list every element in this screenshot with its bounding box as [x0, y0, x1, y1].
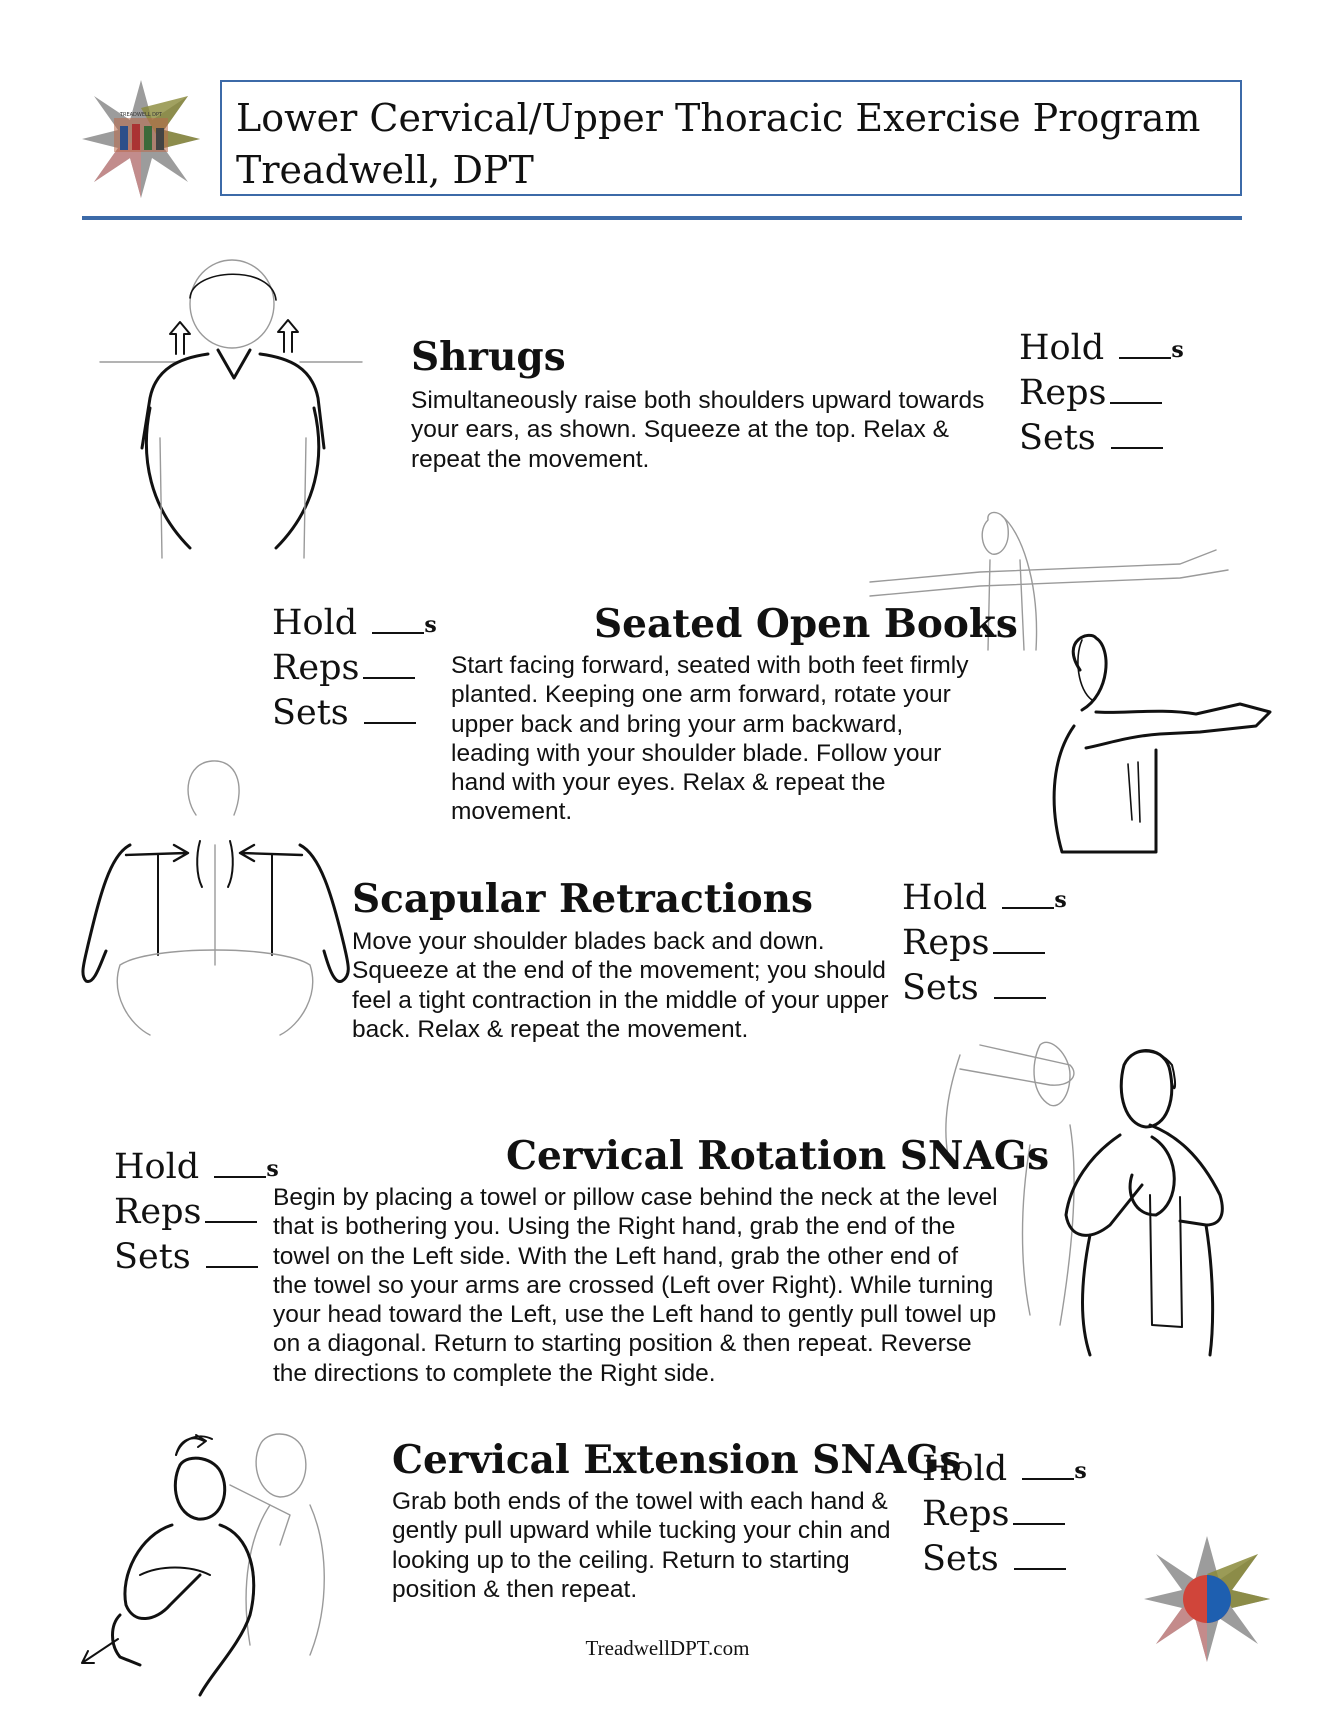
header-rule — [82, 216, 1242, 220]
reps-blank[interactable] — [993, 924, 1046, 954]
scapular-retractions-illustration — [81, 760, 350, 1036]
exercise-description: Begin by placing a towel or pillow case … — [273, 1184, 998, 1387]
hold-unit: s — [1054, 887, 1067, 913]
arrow-left-icon — [238, 843, 304, 863]
extension-snags-illustration — [81, 1433, 325, 1697]
hold-blank[interactable] — [214, 1148, 267, 1178]
page-author: Treadwell, DPT — [236, 148, 534, 192]
exercise-params: Hold s Reps Sets — [902, 876, 1067, 1011]
title-box: Lower Cervical/Upper Thoracic Exercise P… — [220, 80, 1242, 196]
hold-unit: s — [424, 612, 437, 638]
sets-label: Sets — [922, 1539, 999, 1579]
arrow-up-icon — [169, 321, 191, 355]
exercise-title: Cervical Extension SNAGs — [392, 1437, 962, 1483]
hold-label: Hold — [922, 1449, 1008, 1489]
reps-blank[interactable] — [1013, 1495, 1066, 1525]
sets-blank[interactable] — [205, 1238, 258, 1268]
reps-label: Reps — [114, 1192, 202, 1232]
sets-blank[interactable] — [363, 694, 416, 724]
exercise-description: Move your shoulder blades back and down.… — [352, 928, 889, 1043]
exercise-params: Hold s Reps Sets — [272, 601, 437, 736]
exercise-title: Seated Open Books — [594, 601, 1018, 647]
hold-unit: s — [1074, 1458, 1087, 1484]
exercise-title: Cervical Rotation SNAGs — [506, 1133, 1050, 1179]
sets-blank[interactable] — [993, 969, 1046, 999]
hold-blank[interactable] — [1002, 879, 1055, 909]
reps-label: Reps — [902, 923, 990, 963]
sets-label: Sets — [1019, 418, 1096, 458]
hold-label: Hold — [114, 1147, 200, 1187]
reps-blank[interactable] — [363, 649, 416, 679]
shrugs-illustration — [99, 259, 363, 559]
exercise-description: Grab both ends of the towel with each ha… — [392, 1488, 891, 1603]
arrow-left-icon — [81, 1638, 119, 1664]
reps-label: Reps — [272, 648, 360, 688]
hold-unit: s — [1171, 337, 1184, 363]
reps-blank[interactable] — [205, 1193, 258, 1223]
sets-label: Sets — [902, 968, 979, 1008]
exercise-title: Scapular Retractions — [352, 876, 813, 922]
open-books-illustration — [869, 511, 1272, 854]
reps-label: Reps — [1019, 373, 1107, 413]
hold-blank[interactable] — [1119, 329, 1172, 359]
sets-label: Sets — [272, 693, 349, 733]
reps-blank[interactable] — [1110, 374, 1163, 404]
treadwell-star-badge-icon — [1144, 1536, 1270, 1662]
hold-unit: s — [266, 1156, 279, 1182]
exercise-title: Shrugs — [411, 334, 566, 380]
exercise-params: Hold s Reps Sets — [1019, 326, 1184, 461]
sets-label: Sets — [114, 1237, 191, 1277]
exercise-params: Hold s Reps Sets — [922, 1447, 1087, 1582]
sets-blank[interactable] — [1013, 1540, 1066, 1570]
exercise-description: Simultaneously raise both shoulders upwa… — [411, 387, 985, 473]
hold-blank[interactable] — [1022, 1450, 1075, 1480]
exercise-params: Hold s Reps Sets — [114, 1145, 279, 1280]
arrow-up-icon — [277, 319, 299, 353]
reps-label: Reps — [922, 1494, 1010, 1534]
curved-arrow-icon — [175, 1434, 207, 1456]
hold-label: Hold — [1019, 328, 1105, 368]
treadwell-star-logo: TREADWELL DPT — [82, 80, 200, 198]
hold-label: Hold — [902, 878, 988, 918]
svg-text:TREADWELL DPT: TREADWELL DPT — [119, 112, 163, 118]
arrow-right-icon — [124, 843, 190, 863]
exercise-description: Start facing forward, seated with both f… — [451, 652, 969, 826]
sets-blank[interactable] — [1110, 419, 1163, 449]
footer-url[interactable]: TreadwellDPT.com — [585, 1636, 750, 1660]
rotation-snags-illustration — [945, 1041, 1224, 1357]
hold-label: Hold — [272, 603, 358, 643]
page-title: Lower Cervical/Upper Thoracic Exercise P… — [236, 96, 1201, 140]
hold-blank[interactable] — [372, 604, 425, 634]
